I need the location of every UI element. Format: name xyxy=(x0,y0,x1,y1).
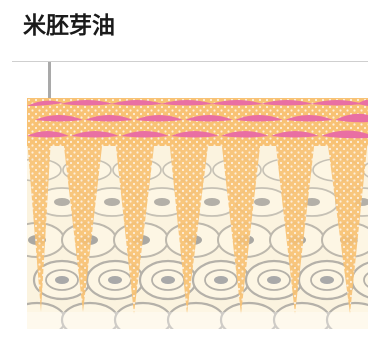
oil-surface-layer xyxy=(27,98,368,146)
page-title: 米胚芽油 xyxy=(23,13,115,39)
oil-penetration-wedges xyxy=(27,138,368,314)
header-divider xyxy=(12,61,368,62)
stratum-corneum-scales xyxy=(27,99,368,139)
callout-pointer xyxy=(48,62,51,98)
skin-layer-illustration xyxy=(27,98,368,329)
